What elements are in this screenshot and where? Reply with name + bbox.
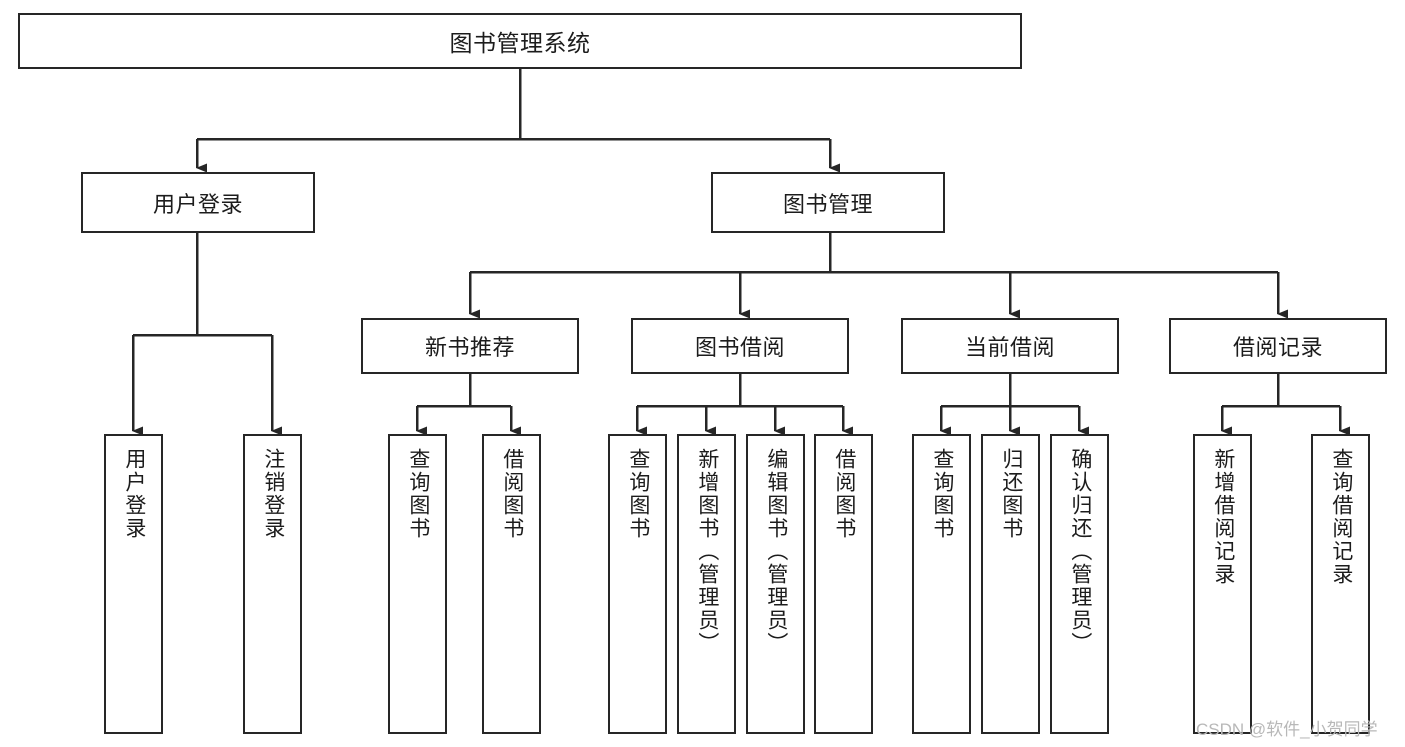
node-leaf-query-book-1-label: 查询图书 — [406, 448, 430, 540]
node-leaf-add-book[interactable]: 新增图书（管理员） — [677, 434, 736, 734]
node-current-borrow[interactable]: 当前借阅 — [901, 318, 1119, 374]
node-book-manage[interactable]: 图书管理 — [711, 172, 945, 233]
node-leaf-query-book-1[interactable]: 查询图书 — [388, 434, 447, 734]
node-user-login[interactable]: 用户登录 — [81, 172, 315, 233]
node-user-login-label: 用户登录 — [152, 191, 243, 217]
node-leaf-return-book-label: 归还图书 — [999, 448, 1023, 540]
node-leaf-borrow-book-2-label: 借阅图书 — [832, 448, 856, 540]
node-leaf-query-book-3[interactable]: 查询图书 — [912, 434, 971, 734]
node-new-book-recommend[interactable]: 新书推荐 — [361, 318, 579, 374]
node-leaf-borrow-book-1[interactable]: 借阅图书 — [482, 434, 541, 734]
node-leaf-return-book[interactable]: 归还图书 — [981, 434, 1040, 734]
node-borrow-record-label: 借阅记录 — [1232, 335, 1323, 360]
node-leaf-query-book-3-label: 查询图书 — [930, 448, 954, 540]
node-borrow-record[interactable]: 借阅记录 — [1169, 318, 1387, 374]
node-current-borrow-label: 当前借阅 — [964, 335, 1055, 360]
node-leaf-add-book-label: 新增图书（管理员） — [695, 448, 719, 655]
node-leaf-query-record-label: 查询借阅记录 — [1329, 448, 1353, 586]
csdn-watermark: CSDN @软件_小贺同学 — [1196, 720, 1378, 739]
node-root[interactable]: 图书管理系统 — [18, 13, 1022, 69]
node-leaf-confirm-return[interactable]: 确认归还（管理员） — [1050, 434, 1109, 734]
node-leaf-add-record-label: 新增借阅记录 — [1211, 448, 1235, 586]
node-leaf-edit-book[interactable]: 编辑图书（管理员） — [746, 434, 805, 734]
node-root-label: 图书管理系统 — [449, 30, 591, 56]
node-leaf-borrow-book-2[interactable]: 借阅图书 — [814, 434, 873, 734]
node-leaf-logout-login-label: 注销登录 — [261, 448, 285, 540]
node-leaf-confirm-return-label: 确认归还（管理员） — [1068, 448, 1092, 655]
node-leaf-user-login[interactable]: 用户登录 — [104, 434, 163, 734]
node-new-book-recommend-label: 新书推荐 — [424, 335, 515, 360]
node-leaf-add-record[interactable]: 新增借阅记录 — [1193, 434, 1252, 734]
node-leaf-query-record[interactable]: 查询借阅记录 — [1311, 434, 1370, 734]
node-book-borrow-label: 图书借阅 — [694, 335, 785, 360]
node-leaf-edit-book-label: 编辑图书（管理员） — [764, 448, 788, 655]
node-leaf-logout-login[interactable]: 注销登录 — [243, 434, 302, 734]
node-book-manage-label: 图书管理 — [782, 191, 873, 217]
node-leaf-borrow-book-1-label: 借阅图书 — [500, 448, 524, 540]
node-leaf-query-book-2-label: 查询图书 — [626, 448, 650, 540]
node-book-borrow[interactable]: 图书借阅 — [631, 318, 849, 374]
node-leaf-query-book-2[interactable]: 查询图书 — [608, 434, 667, 734]
node-leaf-user-login-label: 用户登录 — [122, 448, 146, 540]
